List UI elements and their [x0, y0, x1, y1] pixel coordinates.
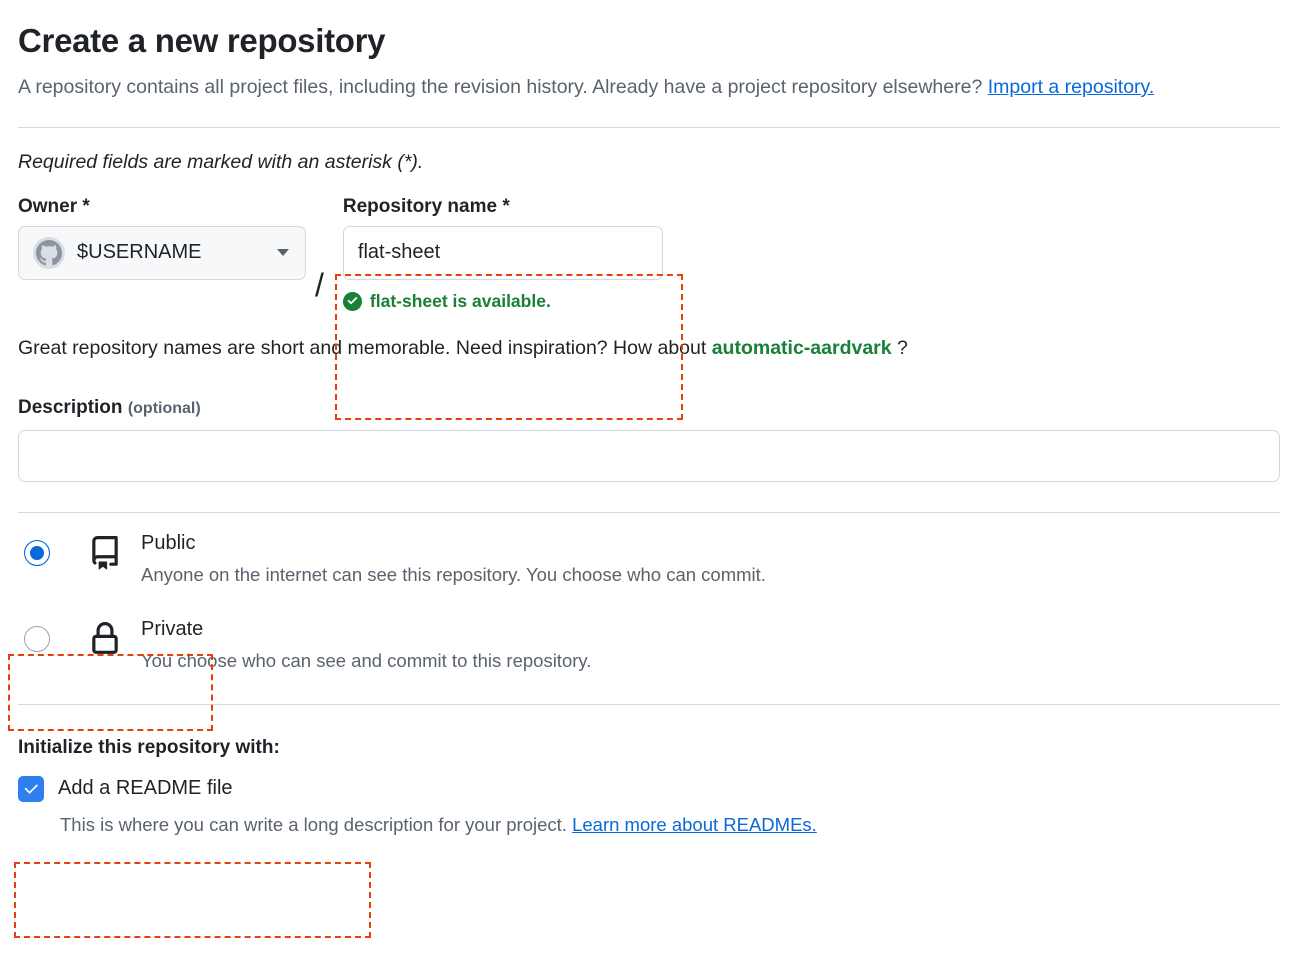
radio-private[interactable] — [24, 625, 50, 652]
repository-availability-status: flat-sheet is available. — [342, 290, 663, 312]
visibility-options-group: Public Anyone on the internet can see th… — [18, 529, 1280, 675]
add-readme-description: This is where you can write a long descr… — [60, 812, 1280, 838]
owner-and-name-row: Owner * $USERNAME / Repository name * — [18, 196, 1280, 312]
add-readme-row[interactable]: Add a README file — [18, 775, 1280, 802]
description-label: Description (optional) — [18, 397, 1280, 419]
initialize-section-title: Initialize this repository with: — [18, 736, 280, 758]
divider-visibility — [18, 511, 1280, 513]
suggestion-suffix: ? — [891, 336, 908, 359]
repository-name-suggestion: Great repository names are short and mem… — [18, 337, 1280, 360]
checkbox-add-readme[interactable] — [18, 775, 44, 802]
owner-value: $USERNAME — [77, 241, 202, 264]
check-circle-fill-icon — [342, 291, 362, 311]
learn-more-readmes-link[interactable]: Learn more about READMEs. — [572, 813, 817, 835]
page-intro: A repository contains all project files,… — [18, 68, 1208, 106]
visibility-private-description: You choose who can see and commit to thi… — [141, 649, 592, 671]
owner-repo-separator: / — [315, 266, 324, 303]
divider-initialize — [18, 703, 1280, 705]
lock-icon — [88, 621, 122, 656]
description-label-text: Description — [18, 396, 128, 418]
intro-text: A repository contains all project files,… — [18, 75, 988, 98]
repository-name-label: Repository name * — [342, 195, 510, 217]
owner-field-group: Owner * $USERNAME — [18, 196, 306, 280]
radio-public[interactable] — [24, 539, 50, 566]
github-octocat-avatar-icon — [33, 236, 65, 269]
add-readme-description-text: This is where you can write a long descr… — [60, 813, 573, 835]
description-input[interactable] — [18, 429, 1280, 482]
visibility-public-text: Public Anyone on the internet can see th… — [141, 529, 766, 589]
visibility-option-private[interactable]: Private You choose who can see and commi… — [18, 615, 1280, 675]
repository-name-input[interactable] — [342, 225, 663, 280]
repo-book-icon — [88, 535, 122, 570]
suggestion-prefix: Great repository names are short and mem… — [18, 336, 712, 359]
visibility-public-title: Public — [141, 531, 196, 554]
visibility-private-text: Private You choose who can see and commi… — [141, 615, 591, 675]
import-repository-link[interactable]: Import a repository. — [987, 75, 1155, 98]
page-title: Create a new repository — [18, 22, 386, 59]
annotation-box-initialize — [14, 862, 371, 938]
owner-select[interactable]: $USERNAME — [18, 225, 306, 280]
visibility-option-public[interactable]: Public Anyone on the internet can see th… — [18, 529, 1280, 589]
repository-name-field-group: Repository name * flat-sheet is availabl… — [332, 196, 663, 312]
repository-availability-text: flat-sheet is available. — [369, 290, 551, 311]
suggested-name[interactable]: automatic-aardvark — [711, 336, 892, 359]
create-repository-page: Create a new repository A repository con… — [0, 22, 1298, 972]
add-readme-label: Add a README file — [58, 777, 233, 800]
owner-label: Owner * — [18, 195, 90, 217]
required-fields-note: Required fields are marked with an aster… — [18, 150, 424, 173]
visibility-public-description: Anyone on the internet can see this repo… — [141, 563, 766, 585]
visibility-private-title: Private — [141, 617, 204, 640]
divider-top — [18, 126, 1280, 128]
chevron-down-icon — [277, 249, 289, 257]
description-optional-tag: (optional) — [127, 399, 201, 417]
